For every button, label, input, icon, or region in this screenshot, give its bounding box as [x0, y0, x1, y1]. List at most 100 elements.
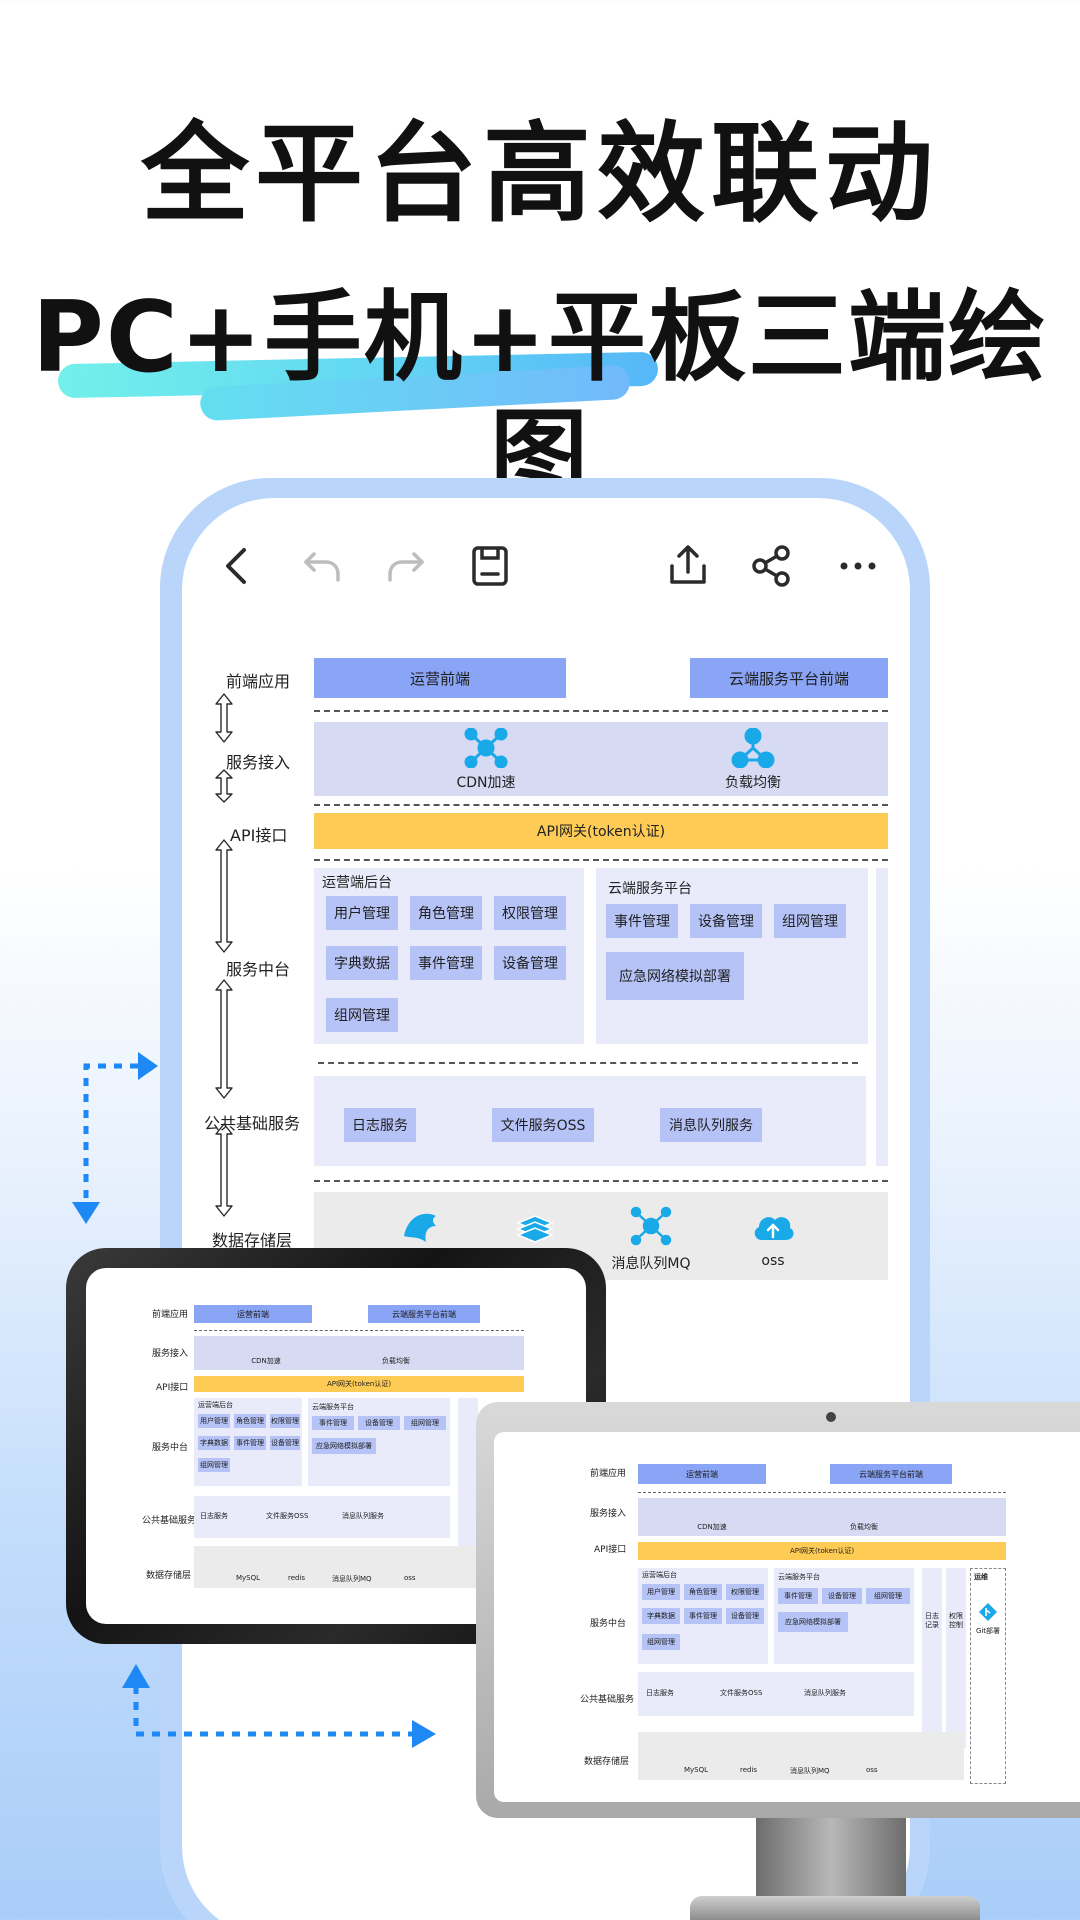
cloud-item-emergency[interactable]: 应急网络模拟部署	[606, 952, 744, 1000]
pc-divider	[638, 1492, 1006, 1493]
mini-ops-title: 运营端后台	[198, 1401, 233, 1409]
base-item-oss[interactable]: 文件服务OSS	[492, 1108, 594, 1142]
cloud-item-devices[interactable]: 设备管理	[690, 904, 762, 938]
mini-frontend-ops: 运营前端	[194, 1305, 312, 1323]
frontend-box-cloud[interactable]: 云端服务平台前端	[690, 658, 888, 698]
mini-cloud-events: 事件管理	[312, 1416, 354, 1430]
pc-cloud-emergency: 应急网络模拟部署	[778, 1612, 848, 1632]
divider	[314, 859, 888, 861]
mini-ops-network: 组网管理	[198, 1458, 230, 1472]
pc-ops-network: 组网管理	[642, 1634, 680, 1650]
access-item-cdn: CDN加速	[456, 775, 516, 791]
pc-base-log: 日志服务	[646, 1689, 674, 1697]
mini-cloud-devices: 设备管理	[358, 1416, 400, 1430]
mini-ops-perms: 权限管理	[270, 1414, 300, 1428]
monitor-stand-foot	[690, 1896, 980, 1920]
mini-base-log: 日志服务	[200, 1512, 228, 1520]
cloud-item-events[interactable]: 事件管理	[606, 904, 678, 938]
mini-storage-band	[194, 1546, 524, 1588]
undo-icon[interactable]	[296, 540, 348, 592]
mini-layer-middle: 服务中台	[152, 1443, 189, 1453]
pc-base-oss: 文件服务OSS	[720, 1689, 763, 1697]
ops-item-users[interactable]: 用户管理	[326, 896, 398, 930]
mini-base-oss: 文件服务OSS	[266, 1512, 309, 1520]
pc-layer-base: 公共基础服务	[580, 1695, 635, 1705]
pc-frontend-cloud: 云端服务平台前端	[830, 1464, 952, 1484]
mini-divider	[194, 1330, 524, 1331]
mini-layer-base: 公共基础服务	[142, 1516, 197, 1526]
mini-access-cdn: CDN加速	[251, 1357, 281, 1365]
back-icon[interactable]	[212, 540, 264, 592]
pc-access-band	[638, 1498, 1006, 1536]
share-icon[interactable]	[746, 540, 798, 592]
export-icon[interactable]	[662, 540, 714, 592]
mini-storage-redis: redis	[288, 1574, 306, 1582]
pc-api-gateway: API网关(token认证)	[638, 1542, 1006, 1560]
mq-icon	[630, 1206, 672, 1246]
layer-label-frontend: 前端应用	[226, 672, 291, 691]
divider	[314, 804, 888, 806]
pc-base-mq: 消息队列服务	[804, 1689, 846, 1697]
redo-icon[interactable]	[380, 540, 432, 592]
pc-frontend-ops: 运营前端	[638, 1464, 766, 1484]
mini-ops-dict: 字典数据	[198, 1436, 230, 1450]
mini-api-gateway: API网关(token认证)	[194, 1376, 524, 1392]
mini-ops-devices: 设备管理	[270, 1436, 300, 1450]
ops-item-devices[interactable]: 设备管理	[494, 946, 566, 980]
sync-arrow-icon-2	[122, 1664, 436, 1748]
mini-side-column	[458, 1398, 478, 1558]
base-item-log[interactable]: 日志服务	[344, 1108, 416, 1142]
pc-storage-oss: oss	[866, 1766, 878, 1774]
cloud-item-network[interactable]: 组网管理	[774, 904, 846, 938]
pc-storage-redis: redis	[740, 1766, 758, 1774]
mini-storage-mysql: MySQL	[236, 1574, 261, 1582]
pc-ops-events: 事件管理	[684, 1608, 722, 1624]
sync-arrow-icon	[72, 1052, 158, 1224]
monitor-screen: 前端应用 服务接入 API接口 服务中台 公共基础服务 数据存储层 运营前端 云…	[494, 1432, 1080, 1802]
pc-ops-users: 用户管理	[642, 1584, 680, 1600]
mini-base-mq: 消息队列服务	[342, 1512, 384, 1520]
mini-access-lb: 负载均衡	[382, 1357, 410, 1365]
mini-storage-oss: oss	[404, 1574, 416, 1582]
layer-label-api: API接口	[230, 826, 288, 845]
pc-ops-title: 运营端后台	[642, 1571, 677, 1579]
more-icon[interactable]	[832, 540, 884, 592]
save-icon[interactable]	[464, 540, 516, 592]
pc-ops-column	[970, 1568, 1006, 1784]
frontend-box-ops[interactable]: 运营前端	[314, 658, 566, 698]
ops-item-events[interactable]: 事件管理	[410, 946, 482, 980]
ops-item-permissions[interactable]: 权限管理	[494, 896, 566, 930]
pc-side-column-log	[922, 1568, 942, 1748]
pc-side-auth: 权限控制	[949, 1612, 963, 1630]
layer-label-access: 服务接入	[226, 753, 291, 772]
pc-ops-devices: 设备管理	[726, 1608, 764, 1624]
mini-cloud-emergency: 应急网络模拟部署	[312, 1438, 376, 1454]
load-balance-icon	[731, 728, 775, 768]
mini-cloud-network: 组网管理	[404, 1416, 446, 1430]
access-band	[314, 722, 888, 796]
mini-ops-events: 事件管理	[234, 1436, 266, 1450]
mini-layer-access: 服务接入	[152, 1349, 189, 1359]
oss-icon	[754, 1217, 794, 1240]
pc-ops-column-title: 运维	[974, 1573, 988, 1581]
ops-item-network[interactable]: 组网管理	[326, 998, 398, 1032]
pc-layer-frontend: 前端应用	[590, 1469, 627, 1479]
layer-label-storage: 数据存储层	[212, 1231, 293, 1250]
access-item-lb: 负载均衡	[725, 775, 781, 791]
cloud-platform-title: 云端服务平台	[608, 881, 692, 897]
base-item-mq[interactable]: 消息队列服务	[660, 1108, 762, 1142]
pc-ops-perms: 权限管理	[726, 1584, 764, 1600]
redis-icon	[516, 1215, 554, 1243]
divider	[314, 1180, 888, 1182]
api-gateway[interactable]: API网关(token认证)	[314, 813, 888, 849]
ops-item-dictionary[interactable]: 字典数据	[326, 946, 398, 980]
divider	[318, 1062, 858, 1064]
webcam-icon	[826, 1412, 836, 1422]
pc-side-column-auth	[946, 1568, 966, 1748]
pc-cloud-network: 组网管理	[866, 1588, 910, 1604]
monitor-stand-neck	[756, 1818, 906, 1902]
pc-access-lb: 负载均衡	[850, 1523, 878, 1531]
storage-item-oss: oss	[761, 1253, 785, 1269]
ops-item-roles[interactable]: 角色管理	[410, 896, 482, 930]
headline-line1: 全平台高效联动	[140, 112, 939, 237]
